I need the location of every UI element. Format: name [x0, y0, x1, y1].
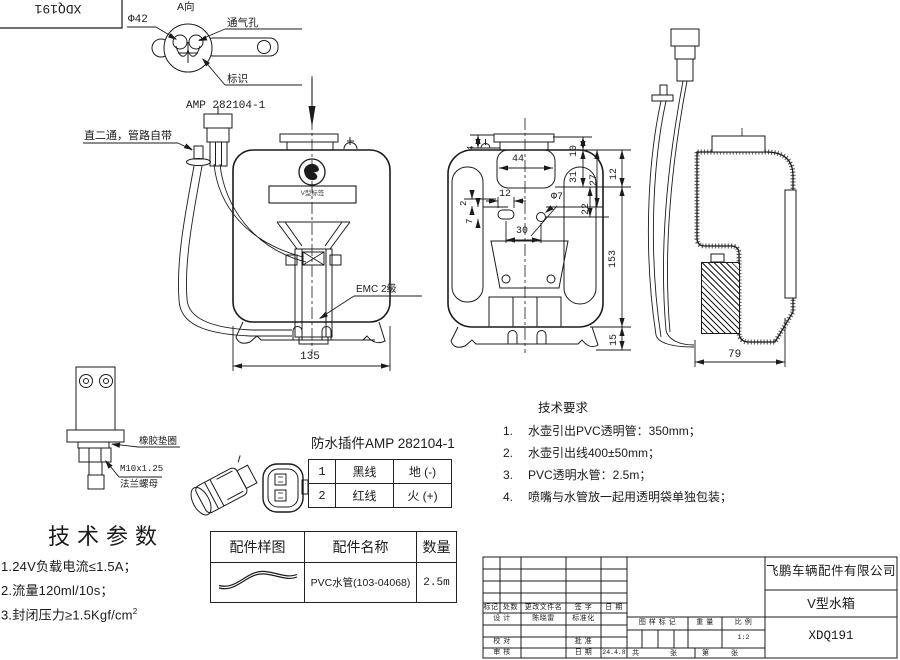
- emc-label: EMC 2级: [356, 284, 397, 295]
- wire-color: 红线: [335, 483, 394, 508]
- table-row: 2 红线 火 (+): [308, 483, 452, 508]
- tech-req-item: 4.喷嘴与水管放一起用透明袋单独包装；: [503, 490, 733, 504]
- sheet-unit-b: 张: [731, 650, 739, 657]
- company-name: 飞鹏车辆配件有限公司: [766, 564, 897, 578]
- rear-neck-depth-dim: 31: [569, 170, 580, 183]
- col-sample: 配件样图: [210, 531, 305, 563]
- tech-req-list: 1.水壶引出PVC透明管：350mm； 2.水壶引出线400±50mm； 3.P…: [503, 425, 763, 513]
- rev-header-sign: 签 字: [574, 604, 593, 611]
- connector-spec-table: 1 黑线 地 (-) 2 红线 火 (+): [308, 459, 452, 508]
- mark-label: 标识: [227, 73, 248, 85]
- parts-table: 配件样图 配件名称 数量 PVC水管(103-04068) 2.5m: [210, 531, 457, 603]
- view-a-diameter-dim: Φ42: [128, 14, 148, 26]
- side-depth-dim: 79: [728, 349, 742, 361]
- wire-polarity: 火 (+): [393, 483, 452, 508]
- flange-nut-label: 法兰螺母: [120, 479, 159, 490]
- drawing-code: XDQ191: [808, 629, 854, 643]
- view-a-drawing: [127, 23, 302, 86]
- tech-params-title: 技术参数: [48, 524, 165, 549]
- rear-opening-width-dim: 44: [512, 154, 525, 165]
- title-block-grid: [482, 556, 898, 659]
- standardization-label: 标准化: [572, 615, 595, 622]
- rev-header-date: 日 期: [605, 604, 623, 611]
- wire-color: 黑线: [335, 459, 394, 484]
- table-header-row: 配件样图 配件名称 数量: [210, 531, 457, 563]
- connector-spec-title: 防水插件AMP 282104-1: [311, 436, 455, 451]
- view-a-title: A向: [177, 1, 195, 13]
- rear-body-height-dim: 153: [608, 249, 619, 268]
- part-name: PVC水管(103-04068): [304, 562, 417, 603]
- corner-drawing-code: XDQ191: [34, 1, 82, 16]
- tank-sticker-label: V型标签: [300, 190, 325, 197]
- front-view-drawing: [83, 76, 422, 371]
- pin-number: 1: [308, 459, 336, 484]
- design-label: 设 计: [493, 615, 511, 622]
- tech-params-list: 1.24V负载电流≤1.5A； 2.流量120ml/10s； 3.封闭压力≥1.…: [1, 560, 201, 632]
- stamp-mark-label: 图 样 标 记: [638, 619, 677, 626]
- rear-hole-span-dim: 30: [516, 226, 529, 237]
- thread-label: M10x1.25: [120, 464, 164, 474]
- weight-label: 重 量: [696, 619, 714, 626]
- part-qty: 2.5m: [416, 562, 457, 603]
- amp-connector-label: AMP 282104-1: [186, 100, 266, 112]
- rear-hole-depth-dim: 22: [581, 202, 592, 215]
- fitting-label: 直二通，管路自带: [84, 130, 172, 142]
- tech-req-item: 1.水壶引出PVC透明管：350mm；: [503, 424, 701, 438]
- date-value: 24.4.8: [602, 649, 626, 656]
- date-label: 日 期: [574, 649, 593, 656]
- product-name: V型水箱: [807, 596, 855, 611]
- scale-value: 1:2: [737, 634, 750, 641]
- washer-label: 橡胶垫圈: [139, 436, 178, 447]
- audit-label: 审 核: [493, 649, 511, 656]
- rear-cap-height-dim: 10: [569, 144, 580, 157]
- sheet-total-label: 共: [632, 650, 640, 657]
- sheet-page-label: 第: [702, 650, 710, 657]
- approve-label: 批 准: [574, 638, 593, 645]
- waterproof-connector-drawing: [190, 455, 309, 516]
- rear-view-drawing: [447, 118, 631, 353]
- wire-polarity: 地 (-): [393, 459, 452, 484]
- tech-param-item: 2.流量120ml/10s；: [1, 583, 114, 598]
- pump-detail-drawing: [66, 366, 180, 490]
- table-row: 1 黑线 地 (-): [308, 459, 452, 484]
- rear-top-section-dim: 12: [609, 167, 620, 180]
- rear-foot-height-dim: 15: [609, 333, 620, 346]
- tech-param-item: 1.24V负载电流≤1.5A；: [1, 559, 137, 574]
- front-width-dim: 135: [300, 351, 320, 363]
- col-qty: 数量: [416, 531, 457, 563]
- designer-name: 陈晓雷: [532, 615, 555, 622]
- tech-req-item: 2.水壶引出线400±50mm；: [503, 446, 660, 460]
- sheet-unit-a: 张: [670, 650, 678, 657]
- pump-hatch-section: [701, 262, 740, 334]
- rear-slot-lip-dim: 2: [459, 200, 469, 206]
- col-name: 配件名称: [304, 531, 417, 563]
- pin-number: 2: [308, 483, 336, 508]
- rear-cap-lip-dim: 4: [466, 145, 476, 151]
- rev-header-count: 处数: [503, 604, 518, 611]
- rev-header-file: 更改文件名: [524, 604, 563, 611]
- table-row: PVC水管(103-04068) 2.5m: [210, 562, 457, 603]
- rev-header-mark: 标记: [483, 604, 499, 611]
- rear-slot-width-dim: 12: [499, 189, 512, 200]
- tech-req-title: 技术要求: [538, 401, 589, 415]
- tech-param-item: 3.封闭压力≥1.5Kgf/cm2: [1, 607, 138, 623]
- pvc-pipe-sample-icon: [210, 562, 305, 603]
- rear-hole-dia-dim: Φ7: [551, 192, 564, 203]
- scale-label: 比 例: [734, 619, 753, 626]
- corner-stamp-box: [0, 0, 123, 29]
- vent-hole-label: 通气孔: [227, 17, 259, 29]
- check-label: 校 对: [493, 638, 511, 645]
- rear-slot-height-dim: 7: [465, 218, 475, 224]
- tech-req-item: 3.PVC透明水管：2.5m；: [503, 468, 652, 482]
- rear-hole-offset-dim: 27: [589, 173, 600, 186]
